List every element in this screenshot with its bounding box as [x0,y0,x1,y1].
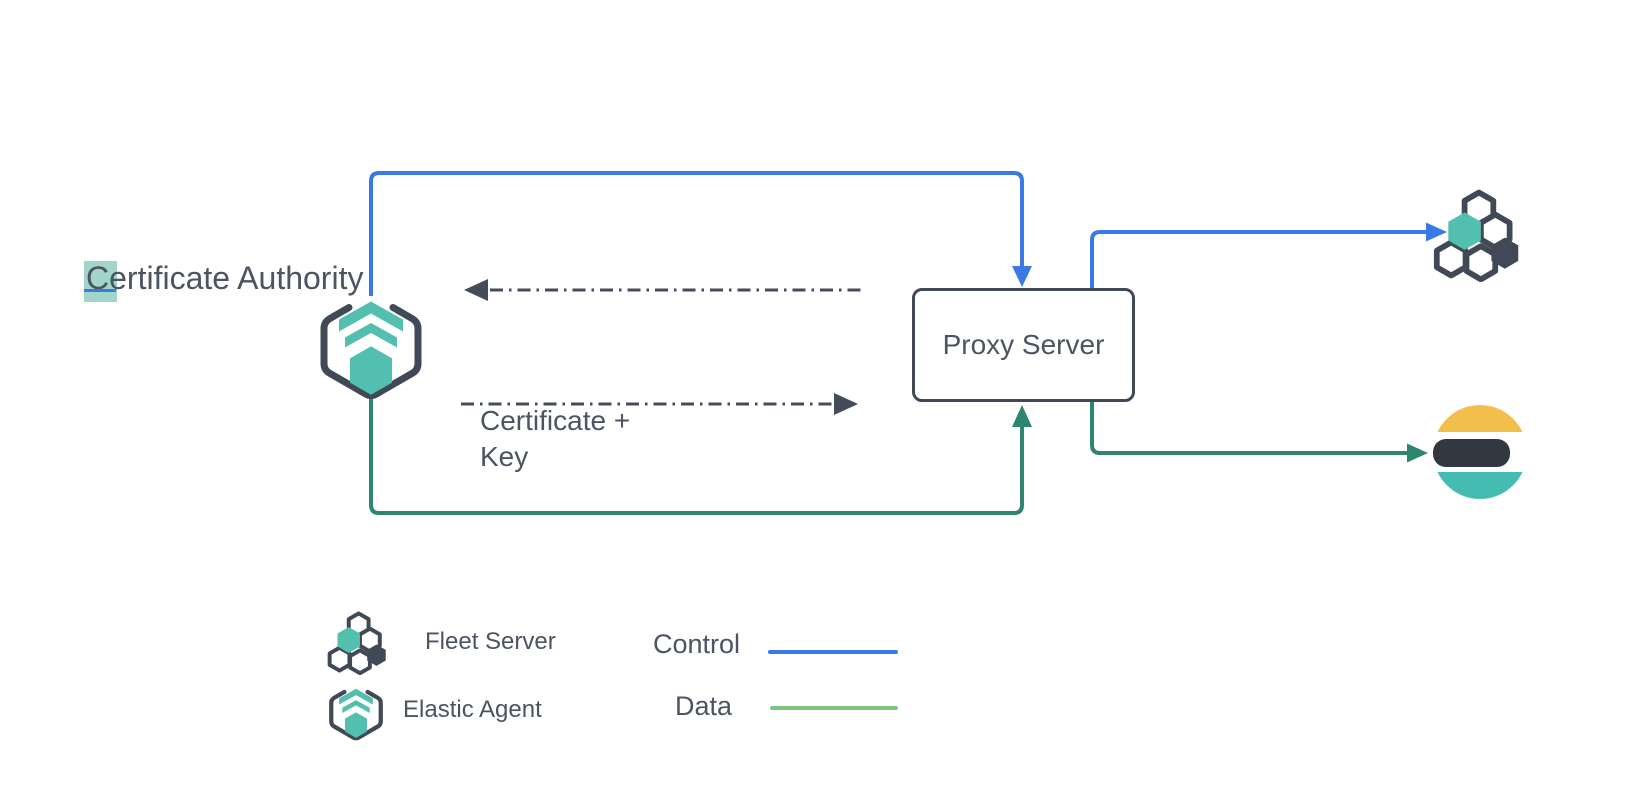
agent-chevron-bottom [345,323,397,348]
agent-chevron-top [339,301,403,332]
certificate-key-edge[interactable] [461,393,858,415]
legend-label-data[interactable]: Data [675,691,733,721]
agent-hex-bracket [329,689,383,741]
certificate-authority-label[interactable]: Certificate Authority [86,258,363,298]
agent-chevron-bottom [342,700,370,713]
certificate-key-label[interactable]: Certificate + Key [480,405,631,472]
es-bottom-segment [1437,472,1523,499]
legend-elastic-agent-icon[interactable] [327,684,385,743]
agent-chevron-top [339,688,373,705]
fleet-hex-outline [1433,239,1469,279]
arrowhead-right-icon [834,393,858,415]
fleet-server-icon[interactable] [1432,186,1524,282]
fleet-hex-teal [1448,212,1481,250]
agent-hex-bracket [320,304,422,399]
arrowhead-right-icon [1426,222,1447,242]
legend-label-elastic-agent[interactable]: Elastic Agent [403,696,542,723]
legend-data-line-swatch[interactable] [770,706,898,710]
highlighted-char: C [86,260,110,296]
elasticsearch-icon[interactable] [1432,402,1528,506]
arrowhead-up-icon [1012,405,1032,427]
arrowhead-left-icon [464,279,488,301]
legend-control-line-swatch[interactable] [768,650,898,654]
es-middle-bar [1433,439,1510,467]
legend-fleet-server-icon[interactable] [326,609,390,675]
fleet-hex-teal [337,627,360,653]
fleet-hex-outline [348,648,372,675]
fleet-hex-dark [1491,237,1519,269]
legend-label-fleet-server[interactable]: Fleet Server [425,628,556,655]
proxy-server-node[interactable]: Proxy Server [912,288,1135,402]
data-edge-ca-to-proxy[interactable] [369,398,1032,515]
control-edge-ca-to-proxy[interactable] [369,171,1032,296]
agent-hexagon [350,346,392,395]
fleet-hex-outline [327,645,352,673]
proxy-server-label: Proxy Server [942,329,1105,360]
fleet-hex-outline [1463,243,1499,282]
data-edge-proxy-to-elasticsearch[interactable] [1090,402,1428,463]
elastic-agent-icon[interactable] [316,292,426,405]
agent-hexagon [344,712,368,738]
arrowhead-down-icon [1012,266,1032,287]
text-selection-highlight [84,261,117,302]
legend-label-control[interactable]: Control [653,629,741,659]
fleet-hex-dark [367,644,386,666]
control-edge-proxy-to-fleet[interactable] [1090,222,1447,290]
es-top-segment [1437,405,1523,432]
arrowhead-right-icon [1407,443,1428,463]
certificate-request-edge[interactable] [464,279,866,301]
label-rest: ertificate Authority [109,260,364,296]
text-caret-underline [84,289,116,292]
